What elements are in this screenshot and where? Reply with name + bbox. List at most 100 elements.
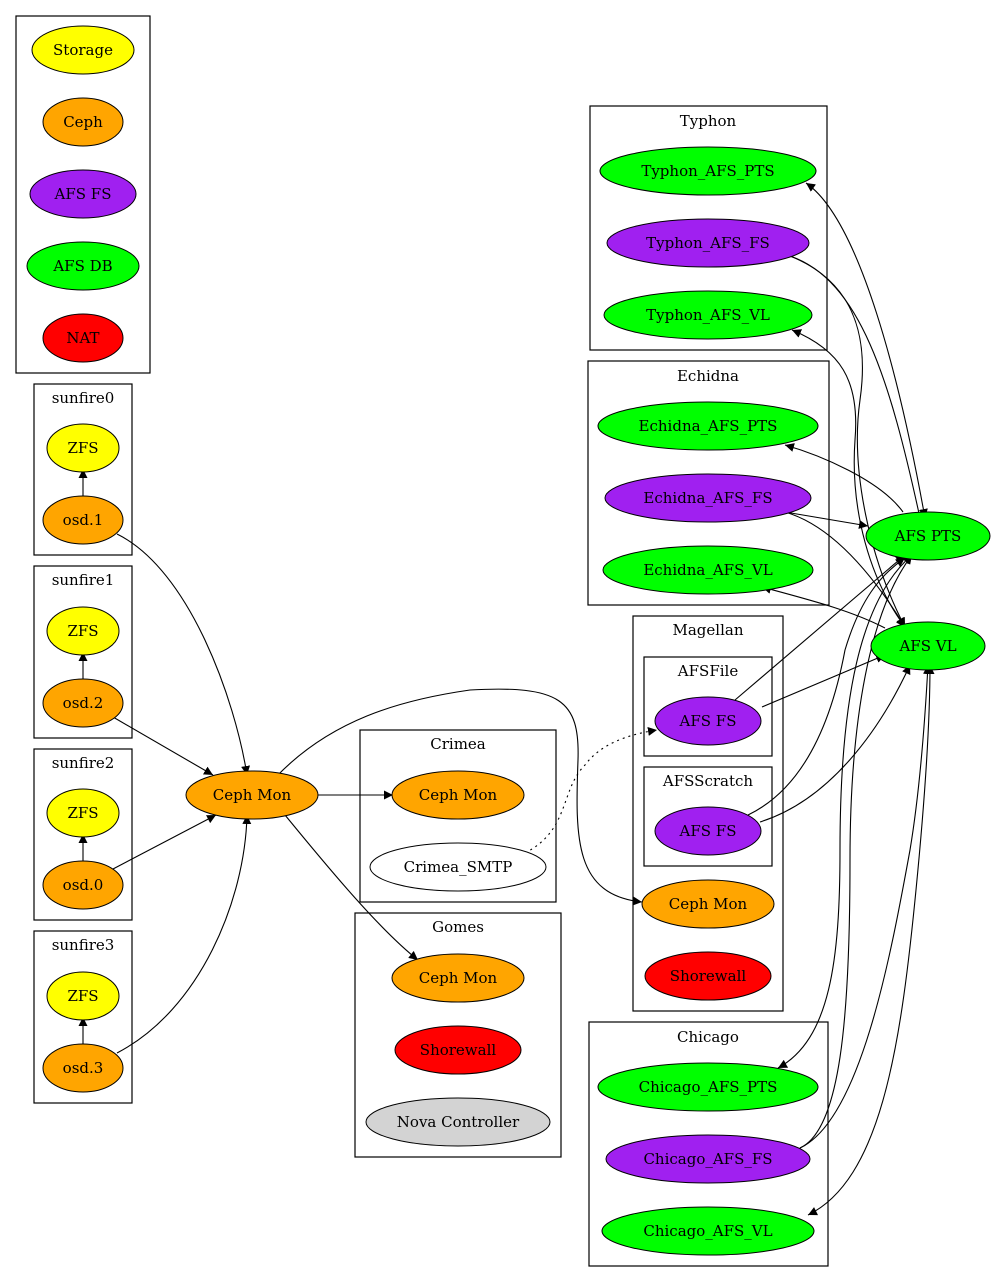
node-chicago-afs-fs: Chicago_AFS_FS: [605, 1134, 811, 1184]
node-label: Typhon_AFS_FS: [646, 234, 770, 252]
cluster-title-sunfire2: sunfire2: [52, 754, 115, 772]
cluster-sunfire1: sunfire1: [33, 565, 133, 739]
cluster-title-sunfire3: sunfire3: [52, 936, 115, 954]
legend-storage-label: Storage: [53, 41, 113, 59]
node-label: ZFS: [67, 439, 98, 457]
node-magellan-ceph-mon: Ceph Mon: [641, 879, 775, 929]
edge-cephmon-magellan: [274, 688, 643, 906]
cluster-title-magellan: Magellan: [673, 621, 744, 639]
node-label: Chicago_AFS_FS: [643, 1150, 772, 1168]
node-label: Crimea_SMTP: [404, 858, 513, 876]
node-label: Echidna_AFS_PTS: [639, 417, 778, 435]
node-magellan-shorewall: Shorewall: [644, 951, 772, 1001]
node-echidna-afs-pts: Echidna_AFS_PTS: [597, 401, 819, 451]
node-label: osd.0: [63, 876, 104, 894]
cluster-crimea: Crimea: [359, 729, 557, 903]
edge-chicago-fs-vl: [799, 664, 933, 1149]
node-label: AFS VL: [898, 637, 956, 655]
node-label: Chicago_AFS_PTS: [639, 1078, 778, 1096]
legend-afs-db: AFS DB: [26, 241, 140, 291]
node-osd0: osd.0: [42, 860, 124, 910]
node-zfs-sunfire3: ZFS: [46, 971, 120, 1021]
cluster-title-sunfire1: sunfire1: [52, 571, 115, 589]
legend-storage: Storage: [31, 25, 135, 75]
node-label: osd.2: [63, 694, 104, 712]
node-label: Echidna_AFS_VL: [643, 561, 772, 579]
node-afsfile-afs-fs: AFS FS: [654, 696, 762, 746]
legend-afs-fs: AFS FS: [29, 169, 137, 219]
cluster-sunfire0: sunfire0: [33, 383, 133, 556]
node-osd1: osd.1: [42, 495, 124, 545]
node-label: Chicago_AFS_VL: [643, 1222, 772, 1240]
node-label: ZFS: [67, 622, 98, 640]
legend-ceph: Ceph: [42, 97, 124, 147]
node-crimea-smtp: Crimea_SMTP: [369, 842, 547, 892]
cluster-title-afsscratch: AFSScratch: [662, 772, 753, 790]
node-label: Ceph Mon: [213, 786, 292, 804]
node-label: Ceph Mon: [419, 786, 498, 804]
edge-osd3-cephmon: [116, 814, 252, 1054]
cluster-title-typhon: Typhon: [680, 112, 737, 130]
edge-osd0-cephmon: [112, 814, 217, 870]
node-label: osd.1: [63, 511, 104, 529]
node-ceph-mon: Ceph Mon: [185, 770, 319, 820]
legend-nat: NAT: [42, 313, 124, 363]
node-label: ZFS: [67, 987, 98, 1005]
edge-typhon-pts-bidir: [805, 182, 928, 519]
node-label: Echidna_AFS_FS: [643, 489, 772, 507]
node-crimea-ceph-mon: Ceph Mon: [391, 770, 525, 820]
node-label: osd.3: [63, 1059, 104, 1077]
node-chicago-afs-vl: Chicago_AFS_VL: [601, 1206, 815, 1256]
node-chicago-afs-pts: Chicago_AFS_PTS: [597, 1062, 819, 1112]
node-label: AFS FS: [679, 712, 737, 730]
node-label: Nova Controller: [397, 1113, 520, 1131]
edge-cephmon-gomes: [284, 814, 419, 961]
node-zfs-sunfire2: ZFS: [46, 788, 120, 838]
node-afs-vl: AFS VL: [870, 621, 986, 671]
legend-cluster: [15, 15, 151, 374]
node-osd2: osd.2: [42, 678, 124, 728]
cluster-title-echidna: Echidna: [677, 367, 739, 385]
node-nova-controller: Nova Controller: [365, 1097, 551, 1147]
cluster-title-crimea: Crimea: [430, 735, 486, 753]
cluster-title-sunfire0: sunfire0: [52, 389, 115, 407]
edge-chicago-vl-bidir: [807, 664, 935, 1216]
edge-smtp-afsfile: [524, 726, 658, 854]
edge-echidna-pts: [784, 443, 904, 513]
node-label: Typhon_AFS_VL: [646, 306, 770, 324]
node-label: Typhon_AFS_PTS: [641, 162, 774, 180]
edge-osd1-cephmon: [116, 533, 251, 776]
node-label: Shorewall: [420, 1041, 497, 1059]
cluster-title-chicago: Chicago: [677, 1028, 739, 1046]
node-label: AFS PTS: [894, 527, 962, 545]
cluster-afsscratch: AFSScratch: [643, 766, 773, 867]
node-echidna-afs-vl: Echidna_AFS_VL: [602, 545, 814, 595]
cluster-sunfire2: sunfire2: [33, 748, 133, 921]
cluster-title-gomes: Gomes: [432, 918, 484, 936]
node-zfs-sunfire0: ZFS: [46, 423, 120, 473]
edge-echidna-vl: [761, 585, 886, 629]
node-label: AFS FS: [679, 822, 737, 840]
node-echidna-afs-fs: Echidna_AFS_FS: [604, 473, 812, 523]
legend-afs-db-label: AFS DB: [52, 257, 112, 275]
legend-ceph-label: Ceph: [63, 113, 103, 131]
node-typhon-afs-vl: Typhon_AFS_VL: [603, 290, 813, 340]
node-zfs-sunfire1: ZFS: [46, 606, 120, 656]
node-osd3: osd.3: [42, 1043, 124, 1093]
cluster-afsfile: AFSFile: [643, 656, 773, 757]
legend-nat-label: NAT: [66, 329, 99, 347]
node-label: ZFS: [67, 804, 98, 822]
node-gomes-ceph-mon: Ceph Mon: [391, 953, 525, 1003]
cluster-title-afsfile: AFSFile: [677, 662, 739, 680]
node-label: Ceph Mon: [669, 895, 748, 913]
node-label: Ceph Mon: [419, 969, 498, 987]
node-gomes-shorewall: Shorewall: [394, 1025, 522, 1075]
node-afsscratch-afs-fs: AFS FS: [654, 806, 762, 856]
cluster-gomes: Gomes: [354, 912, 562, 1158]
legend-afs-fs-label: AFS FS: [54, 185, 112, 203]
edge-afsfile-vl: [761, 654, 886, 708]
node-afs-pts: AFS PTS: [865, 511, 991, 561]
node-typhon-afs-fs: Typhon_AFS_FS: [606, 218, 810, 268]
cluster-sunfire3: sunfire3: [33, 930, 133, 1104]
